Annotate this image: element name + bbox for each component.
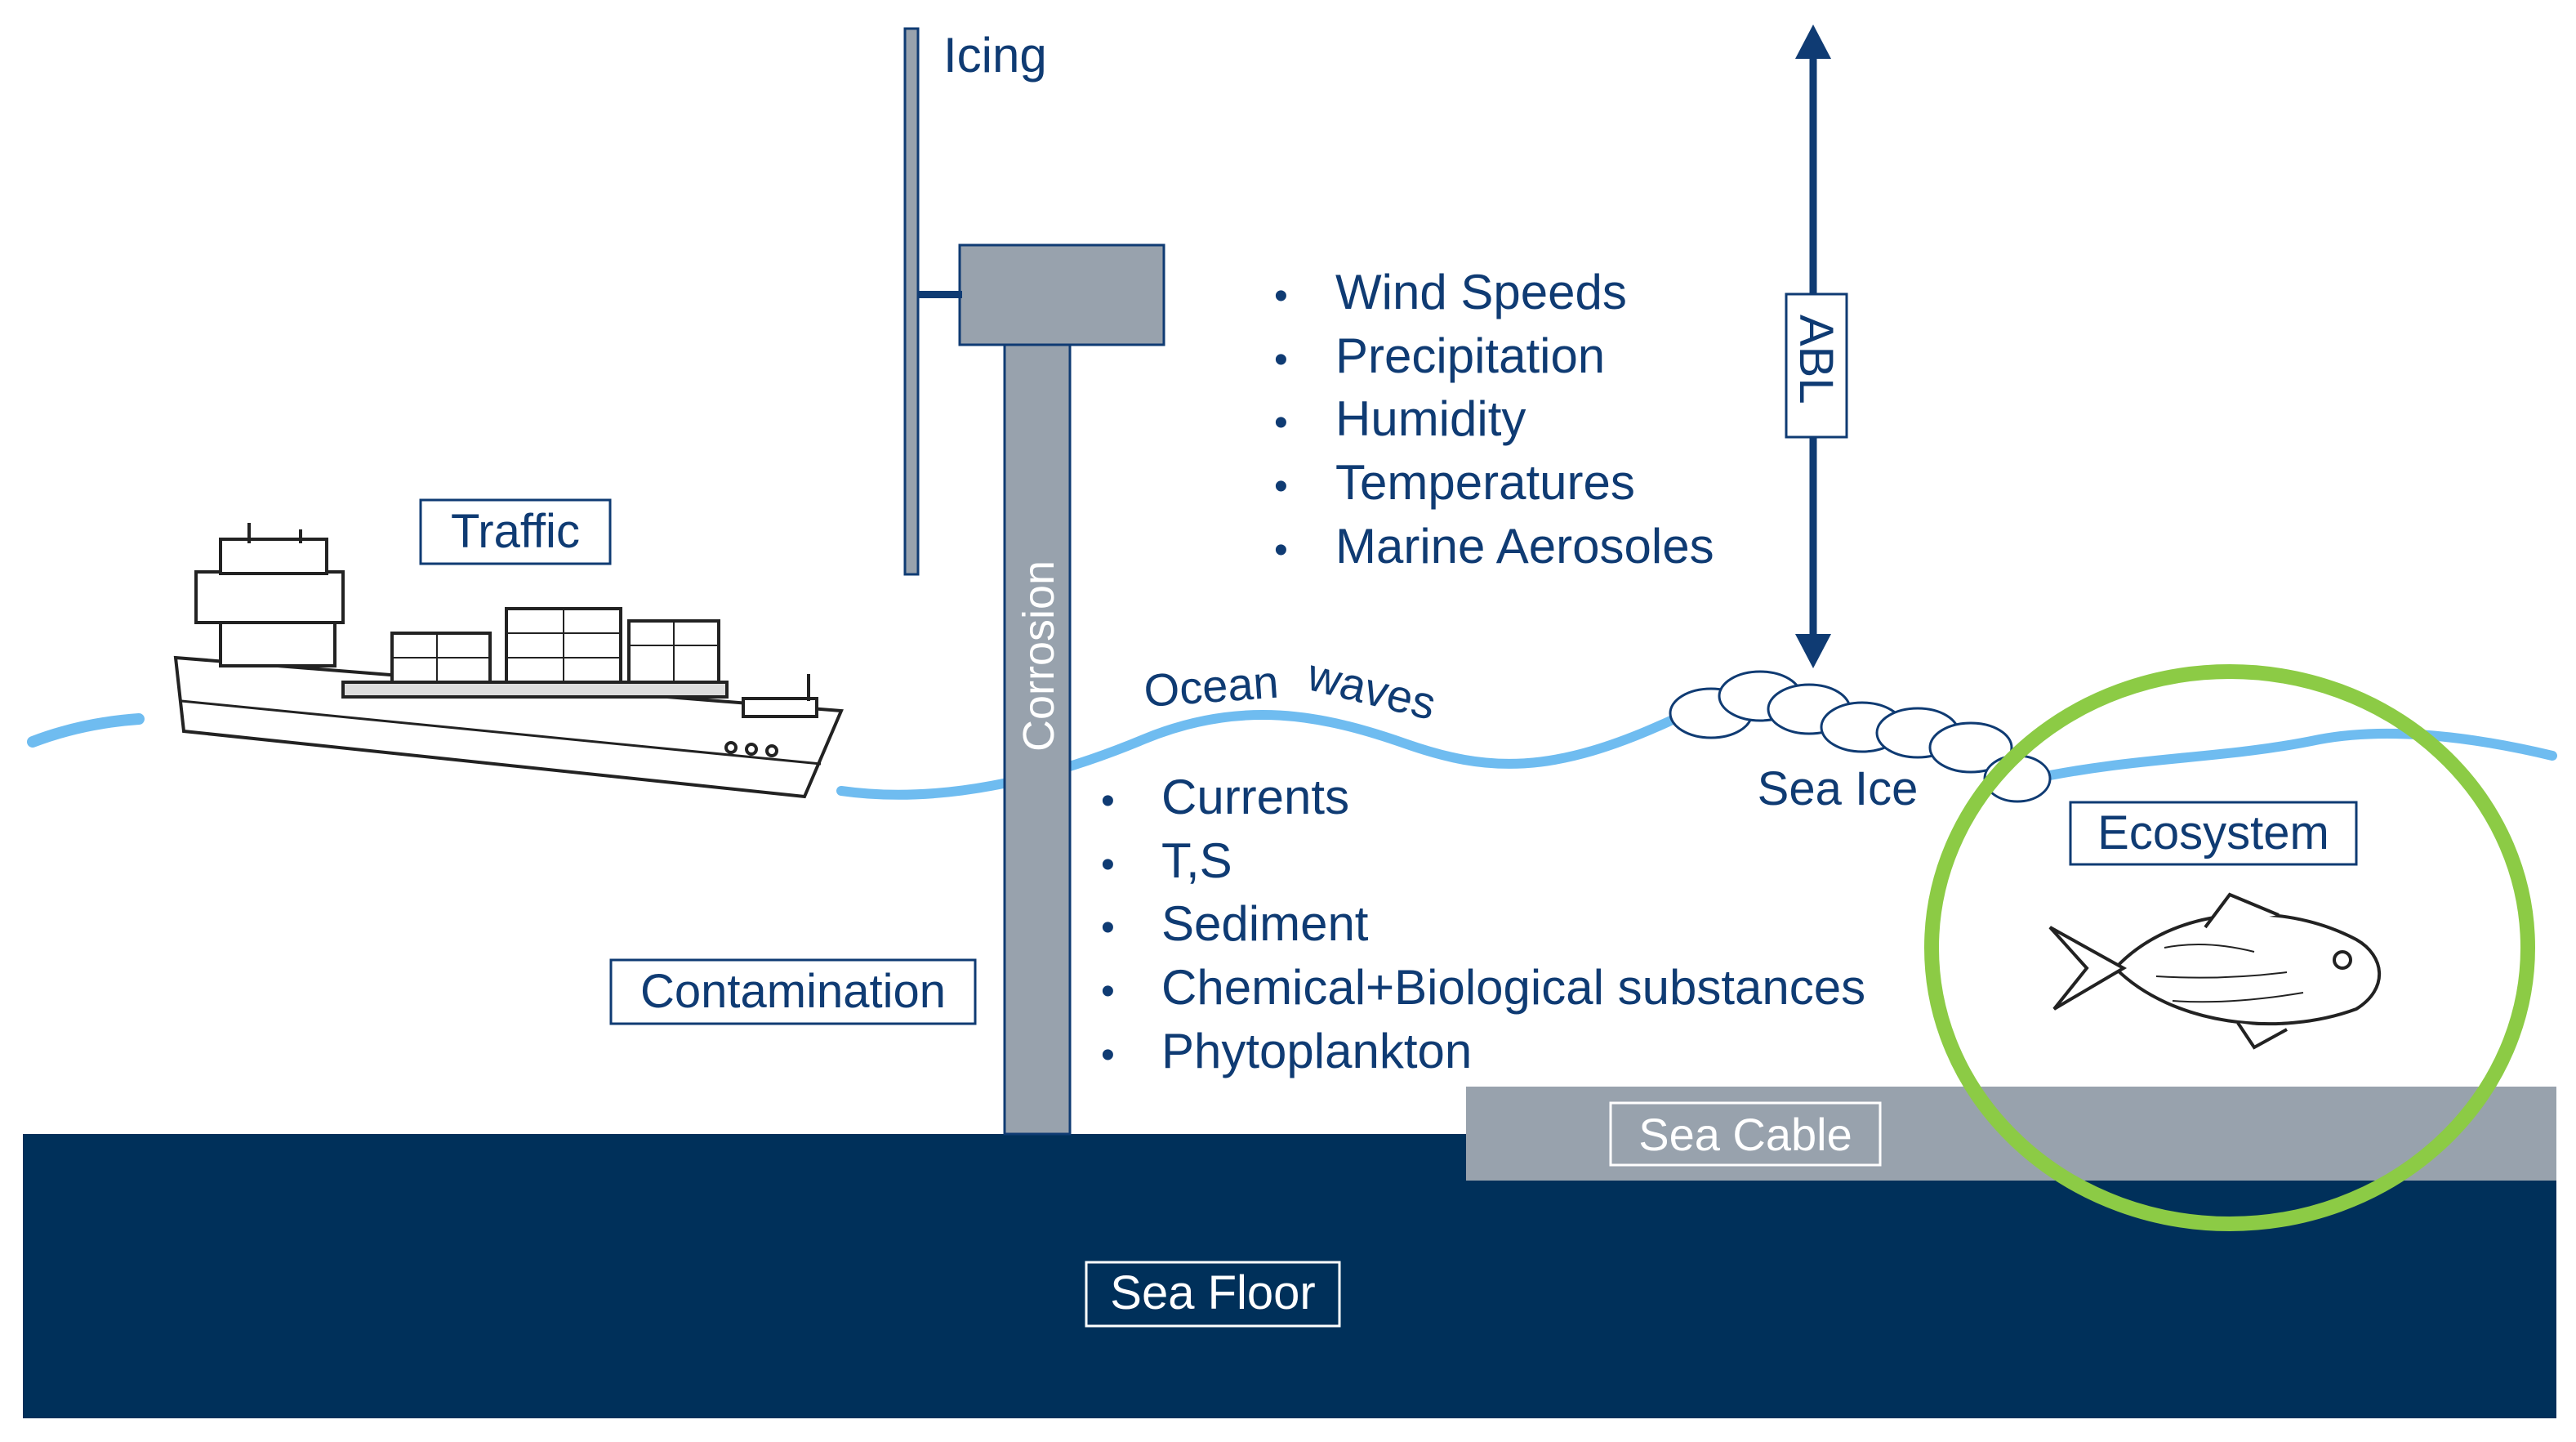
ecosystem-label-box <box>2069 801 2358 866</box>
abl-label: ABL <box>1789 315 1843 404</box>
atmosphere-list: • Wind Speeds • Precipitation • Humidity… <box>1274 265 1714 574</box>
atmosphere-item: Marine Aerosoles <box>1335 519 1714 574</box>
wind-turbine-icon <box>903 27 1165 1136</box>
ocean-bullet: • <box>1101 843 1115 886</box>
sea-ice-label: Sea Ice <box>1758 762 1919 815</box>
atmosphere-bullet: • <box>1274 529 1288 572</box>
sea-cable-label: Sea Cable <box>1638 1109 1852 1160</box>
fish-icon <box>2048 892 2382 1050</box>
container-ship-icon <box>173 523 844 799</box>
ocean-wave-left <box>27 713 145 748</box>
sea-ice-floes <box>1669 670 2052 803</box>
contamination-label: Contamination <box>640 965 946 1018</box>
corrosion-label: Corrosion <box>1014 560 1063 752</box>
abl-arrow <box>1785 25 1848 668</box>
atmosphere-bullet: • <box>1274 275 1288 318</box>
turbine-nacelle <box>958 243 1165 346</box>
ocean-item: Sediment <box>1161 896 1369 951</box>
atmosphere-bullet: • <box>1274 465 1288 508</box>
ocean-item: Phytoplankton <box>1161 1024 1472 1078</box>
icing-label: Icing <box>943 28 1047 83</box>
traffic-label: Traffic <box>451 505 580 558</box>
traffic-label-box <box>419 498 612 565</box>
abl-label-box <box>1785 292 1848 439</box>
ocean-item: Currents <box>1161 770 1349 824</box>
ocean-item: T,S <box>1161 833 1232 888</box>
ocean-wave-main <box>836 709 1679 800</box>
ocean-list: • Currents • T,S • Sediment • Chemical+B… <box>1101 770 1865 1078</box>
ocean-bullet: • <box>1101 1034 1115 1077</box>
ocean-wave-right <box>2021 728 2557 785</box>
turbine-blade <box>903 27 920 576</box>
turbine-hub-link <box>915 291 962 298</box>
sea-floor-label-box <box>1085 1261 1341 1328</box>
atmosphere-item: Precipitation <box>1335 328 1605 383</box>
ocean-bullet: • <box>1101 906 1115 949</box>
ecosystem-label: Ecosystem <box>2097 806 2329 859</box>
ocean-bullet: • <box>1101 970 1115 1013</box>
sea-floor <box>23 1134 2556 1418</box>
ocean-label: Ocean <box>1142 656 1280 717</box>
atmosphere-bullet: • <box>1274 338 1288 382</box>
contamination-label-box <box>609 958 977 1025</box>
sea-floor-label: Sea Floor <box>1110 1266 1315 1319</box>
atmosphere-item: Temperatures <box>1335 455 1635 510</box>
ecosystem-highlight-circle <box>1924 664 2535 1231</box>
ocean-bullet: • <box>1101 779 1115 823</box>
ocean-item: Chemical+Biological substances <box>1161 960 1865 1015</box>
atmosphere-item: Humidity <box>1335 391 1526 446</box>
atmosphere-bullet: • <box>1274 401 1288 444</box>
atmosphere-item: Wind Speeds <box>1335 265 1627 319</box>
sea-cable-label-box <box>1609 1101 1882 1167</box>
